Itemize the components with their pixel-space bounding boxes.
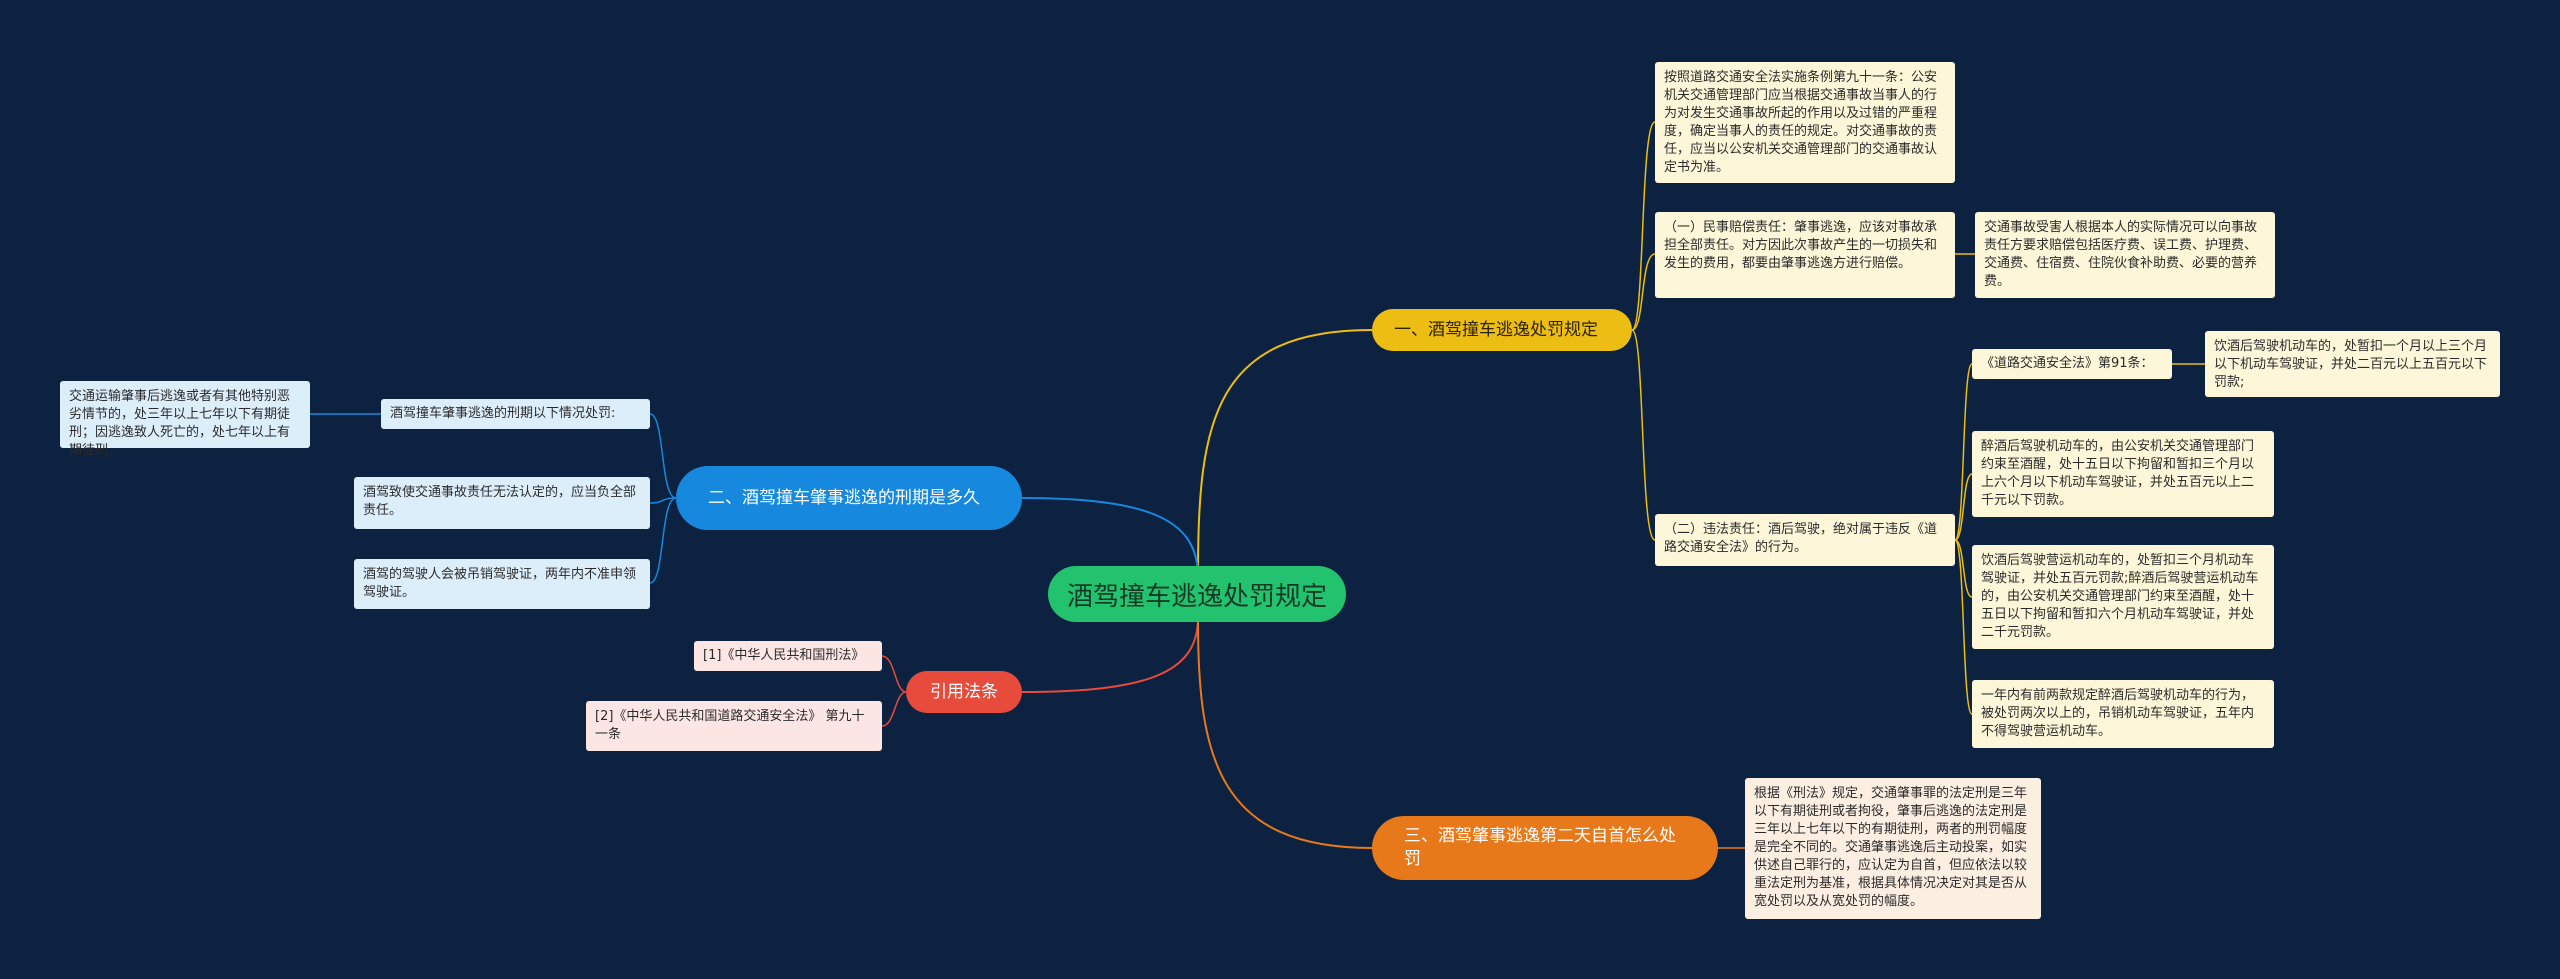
leaf-escape-sentence-text: 交通运输肇事后逃逸或者有其他特别恶劣情节的，处三年以上七年以下有期徒刑；因逃逸致… — [69, 389, 291, 458]
leaf-civil-liability-text: （一）民事赔偿责任：肇事逃逸，应该对事故承担全部责任。对方因此次事故产生的一切损… — [1664, 220, 1938, 271]
branch-surrender-penalty[interactable]: 三、酒驾肇事逃逸第二天自首怎么处罚 — [1372, 816, 1718, 880]
link-root-branch4 — [1197, 621, 1373, 849]
leaf-ref-traffic-law-text: [2]《中华人民共和国道路交通安全法》 第九十一条 — [595, 709, 865, 742]
link-illegal-repeat — [1954, 539, 1973, 715]
link-b1-p1 — [1631, 121, 1656, 331]
leaf-commercial-penalty-text: 饮酒后驾驶营运机动车的，处暂扣三个月机动车驾驶证，并处五百元罚款;醉酒后驾驶营运… — [1981, 553, 2259, 640]
branch-surrender-penalty-title: 三、酒驾肇事逃逸第二天自首怎么处罚 — [1404, 826, 1676, 869]
leaf-ref-criminal-law[interactable]: [1]《中华人民共和国刑法》 — [694, 641, 882, 671]
leaf-ref-traffic-law[interactable]: [2]《中华人民共和国道路交通安全法》 第九十一条 — [586, 701, 882, 751]
link-b2-revoke — [649, 497, 677, 584]
branch-sentence-length-title: 二、酒驾撞车肇事逃逸的刑期是多久 — [708, 487, 980, 508]
link-illegal-law91 — [1954, 363, 1973, 541]
leaf-sentence-cases[interactable]: 酒驾撞车肇事逃逸的刑期以下情况处罚: — [381, 399, 650, 429]
link-root-branch1 — [1197, 329, 1373, 573]
leaf-article-91[interactable]: 按照道路交通安全法实施条例第九十一条：公安机关交通管理部门应当根据交通事故当事人… — [1655, 62, 1955, 183]
branch-penalty-rules-title: 一、酒驾撞车逃逸处罚规定 — [1394, 319, 1598, 340]
leaf-article-91-text: 按照道路交通安全法实施条例第九十一条：公安机关交通管理部门应当根据交通事故当事人… — [1664, 70, 1938, 175]
link-b2-penalty — [649, 413, 677, 499]
branch-cited-laws-title: 引用法条 — [930, 681, 998, 702]
branch-cited-laws[interactable]: 引用法条 — [906, 671, 1022, 713]
leaf-repeat-offense[interactable]: 一年内有前两款规定醉酒后驾驶机动车的行为，被处罚两次以上的，吊销机动车驾驶证，五… — [1972, 680, 2274, 748]
leaf-escape-sentence[interactable]: 交通运输肇事后逃逸或者有其他特别恶劣情节的，处三年以上七年以下有期徒刑；因逃逸致… — [60, 381, 310, 458]
leaf-drunk-penalty[interactable]: 醉酒后驾驶机动车的，由公安机关交通管理部门约束至酒醒，处十五日以下拘留和暂扣三个… — [1972, 431, 2274, 517]
leaf-law-91-text: 《道路交通安全法》第91条： — [1981, 356, 2154, 371]
leaf-illegal-liability-text: （二）违法责任：酒后驾驶，绝对属于违反《道路交通安全法》的行为。 — [1664, 522, 1938, 555]
leaf-law-91[interactable]: 《道路交通安全法》第91条： — [1972, 349, 2172, 379]
leaf-civil-liability[interactable]: （一）民事赔偿责任：肇事逃逸，应该对事故承担全部责任。对方因此次事故产生的一切损… — [1655, 212, 1955, 298]
leaf-drunk-penalty-text: 醉酒后驾驶机动车的，由公安机关交通管理部门约束至酒醒，处十五日以下拘留和暂扣三个… — [1981, 439, 2255, 508]
link-illegal-drunk — [1954, 473, 1973, 541]
root-title: 酒驾撞车逃逸处罚规定 — [1066, 581, 1327, 612]
leaf-full-responsibility[interactable]: 酒驾致使交通事故责任无法认定的，应当负全部责任。 — [354, 477, 650, 529]
link-root-branch3 — [1021, 621, 1199, 693]
link-b3-ref1 — [881, 655, 907, 693]
link-b3-ref2 — [881, 691, 907, 727]
leaf-civil-compensation-text: 交通事故受害人根据本人的实际情况可以向事故责任方要求赔偿包括医疗费、误工费、护理… — [1984, 220, 2258, 289]
leaf-repeat-offense-text: 一年内有前两款规定醉酒后驾驶机动车的行为，被处罚两次以上的，吊销机动车驾驶证，五… — [1981, 688, 2255, 739]
leaf-sentence-cases-text: 酒驾撞车肇事逃逸的刑期以下情况处罚: — [390, 406, 616, 421]
root-node[interactable]: 酒驾撞车逃逸处罚规定 — [1048, 566, 1346, 622]
leaf-civil-compensation[interactable]: 交通事故受害人根据本人的实际情况可以向事故责任方要求赔偿包括医疗费、误工费、护理… — [1975, 212, 2275, 298]
branch-penalty-rules[interactable]: 一、酒驾撞车逃逸处罚规定 — [1372, 309, 1632, 351]
link-illegal-commercial — [1954, 539, 1973, 598]
leaf-drinking-penalty[interactable]: 饮酒后驾驶机动车的，处暂扣一个月以上三个月以下机动车驾驶证，并处二百元以上五百元… — [2205, 331, 2500, 397]
leaf-illegal-liability[interactable]: （二）违法责任：酒后驾驶，绝对属于违反《道路交通安全法》的行为。 — [1655, 514, 1955, 566]
link-b1-illegal — [1631, 329, 1656, 541]
leaf-drinking-penalty-text: 饮酒后驾驶机动车的，处暂扣一个月以上三个月以下机动车驾驶证，并处二百元以上五百元… — [2214, 339, 2488, 390]
leaf-ref-criminal-law-text: [1]《中华人民共和国刑法》 — [703, 648, 865, 663]
leaf-commercial-penalty[interactable]: 饮酒后驾驶营运机动车的，处暂扣三个月机动车驾驶证，并处五百元罚款;醉酒后驾驶营运… — [1972, 545, 2274, 649]
leaf-license-revoked-text: 酒驾的驾驶人会被吊销驾驶证，两年内不准申领驾驶证。 — [363, 567, 637, 600]
link-b1-civil — [1631, 253, 1656, 331]
branch-sentence-length[interactable]: 二、酒驾撞车肇事逃逸的刑期是多久 — [676, 466, 1022, 530]
link-root-branch2 — [1021, 497, 1199, 573]
leaf-surrender-detail[interactable]: 根据《刑法》规定，交通肇事罪的法定刑是三年以下有期徒刑或者拘役，肇事后逃逸的法定… — [1745, 778, 2041, 919]
leaf-surrender-detail-text: 根据《刑法》规定，交通肇事罪的法定刑是三年以下有期徒刑或者拘役，肇事后逃逸的法定… — [1754, 786, 2028, 909]
leaf-full-responsibility-text: 酒驾致使交通事故责任无法认定的，应当负全部责任。 — [363, 485, 637, 518]
leaf-license-revoked[interactable]: 酒驾的驾驶人会被吊销驾驶证，两年内不准申领驾驶证。 — [354, 559, 650, 609]
link-b2-fullresp — [649, 497, 677, 504]
